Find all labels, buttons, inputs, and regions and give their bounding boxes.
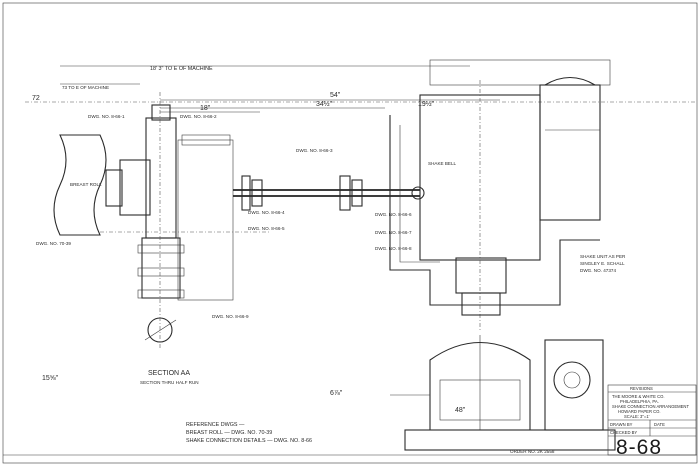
dim-54: 54" (330, 92, 341, 99)
drawing-label: SINGLEY E. SCHALL (580, 261, 625, 266)
drawing-label: PHILADELPHIA, PA. (620, 399, 659, 404)
order-number: ORDER NO. 2K 2558 (510, 449, 555, 454)
drawing-label: DWG. NO. 47374 (580, 268, 616, 273)
shake-unit-frame: SHAKE BELL SHAKE UNIT AS PER SINGLEY E. … (389, 59, 626, 330)
drawing-label: 6⅞" (330, 390, 343, 397)
drawing-label: DWG. NO. 70-39 (36, 241, 71, 246)
part-ref: DWG. NO. 8-66-2 (180, 114, 217, 119)
drawing-label: SHAKE CONNECTION DETAILS — DWG. NO. 8-66 (186, 438, 312, 444)
dim-72: 72 (32, 95, 40, 102)
part-ref: DWG. NO. 8-66-8 (375, 246, 412, 251)
title-block: REVISIONS THE MOORE & WHITE CO. PHILADEL… (607, 384, 697, 459)
part-ref: DWG. NO. 8-66-5 (248, 226, 285, 231)
bearing-assembly: SECTION AA SECTION THRU HALF RUN 15⅝" (42, 92, 270, 385)
part-ref: DWG. NO. 8-66-4 (248, 210, 285, 215)
part-ref: DWG. NO. 8-66-3 (296, 148, 333, 153)
drawing-label: SHAKE CONNECTION ARRANGEMENT (612, 404, 689, 409)
drawing-label: SECTION THRU HALF RUN (140, 380, 199, 385)
drawing-label: REFERENCE DWGS — (186, 422, 245, 428)
top-dimensions: 18' 3" TO E OF MACHINE 73 TO E OF MACHIN… (25, 65, 695, 113)
drawing-label: SCALE: 3"=1' (624, 414, 650, 419)
part-ref: DWG. NO. 8-66-7 (375, 230, 412, 235)
dim-machine: 18' 3" TO E OF MACHINE (150, 66, 213, 72)
drawing-label: THE MOORE & WHITE CO. (612, 394, 665, 399)
drawing-label: HOWARD PAPER CO. (618, 409, 661, 414)
dim-to-e-machine: 73 TO E OF MACHINE (62, 85, 109, 90)
drawing-label: BREAST ROLL (70, 182, 102, 187)
part-ref: DWG. NO. 8-66-9 (212, 314, 249, 319)
drawing-label: SHAKE UNIT AS PER (580, 254, 626, 259)
part-ref: DWG. NO. 8-66-1 (88, 114, 125, 119)
drawing-number: 8-68 (616, 436, 662, 459)
section-aa: SECTION AA (148, 370, 190, 377)
reference-notes: REFERENCE DWGS — BREAST ROLL — DWG. NO. … (186, 422, 555, 454)
shake-shaft (233, 175, 425, 211)
drawing-label: DATE (654, 422, 665, 427)
breast-roll: BREAST ROLL DWG. NO. 70-39 (36, 134, 107, 246)
part-ref: DWG. NO. 8-66-6 (375, 212, 412, 217)
drawing-label: CHECKED BY (610, 430, 637, 435)
part-callouts: DWG. NO. 8-66-1 DWG. NO. 8-66-2 DWG. NO.… (88, 114, 412, 319)
drawing-label: DRAWN BY (610, 422, 633, 427)
drawing-label: 48" (455, 407, 466, 414)
drawing-label: REVISIONS (630, 386, 653, 391)
dim-34: 34½" (316, 100, 333, 108)
dim-19: 19½" (418, 100, 435, 108)
drive-base: 48" 6⅞" (330, 335, 616, 451)
dim-15: 15⅝" (42, 375, 59, 382)
dim-18: 18" (200, 105, 211, 112)
drawing-label: BREAST ROLL — DWG. NO. 70-39 (186, 430, 272, 436)
shake-bell: SHAKE BELL (428, 161, 457, 166)
